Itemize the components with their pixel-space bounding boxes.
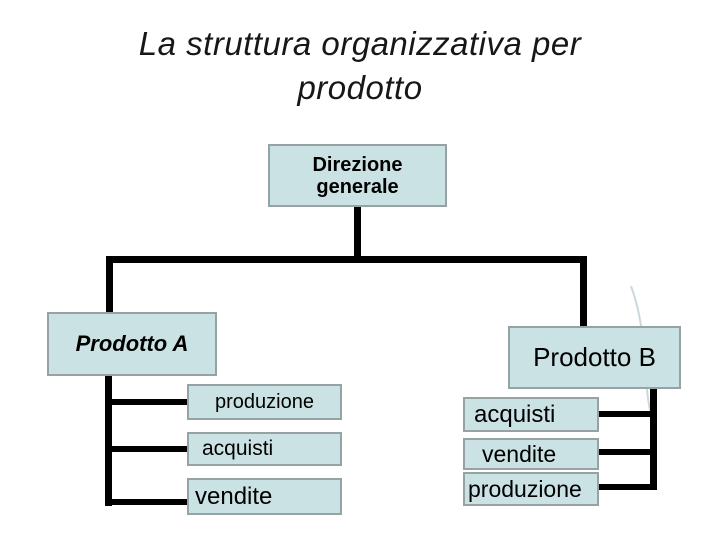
connector-root-stub: [354, 206, 361, 262]
connector-b-branch-acquisti: [599, 411, 657, 417]
connector-b-branch-vendite: [599, 449, 657, 455]
connector-b-branch-produzione: [599, 484, 657, 490]
node-a-vendite: vendite: [187, 478, 342, 515]
connector-product-a-trunk: [105, 376, 112, 506]
node-prodotto-b: Prodotto B: [508, 326, 681, 389]
node-b-acquisti: acquisti: [463, 397, 599, 432]
connector-a-branch-produzione: [108, 399, 187, 405]
slide-title: La struttura organizzativa per prodotto: [0, 22, 720, 110]
connector-product-b-trunk: [650, 388, 657, 490]
node-prodotto-a: Prodotto A: [47, 312, 217, 376]
connector-a-branch-acquisti: [108, 446, 187, 452]
node-a-produzione: produzione: [187, 384, 342, 420]
connector-horizontal-bar: [106, 256, 587, 263]
slide-title-line1: La struttura organizzativa per: [138, 25, 582, 62]
node-a-acquisti: acquisti: [187, 432, 342, 466]
connector-left-drop: [106, 256, 113, 312]
node-b-vendite: vendite: [463, 438, 599, 470]
node-b-produzione: produzione: [463, 472, 599, 506]
connector-right-drop: [580, 256, 587, 326]
slide-title-line2: prodotto: [297, 69, 423, 106]
node-direzione-generale: Direzione generale: [268, 144, 447, 207]
connector-a-branch-vendite: [108, 499, 187, 505]
